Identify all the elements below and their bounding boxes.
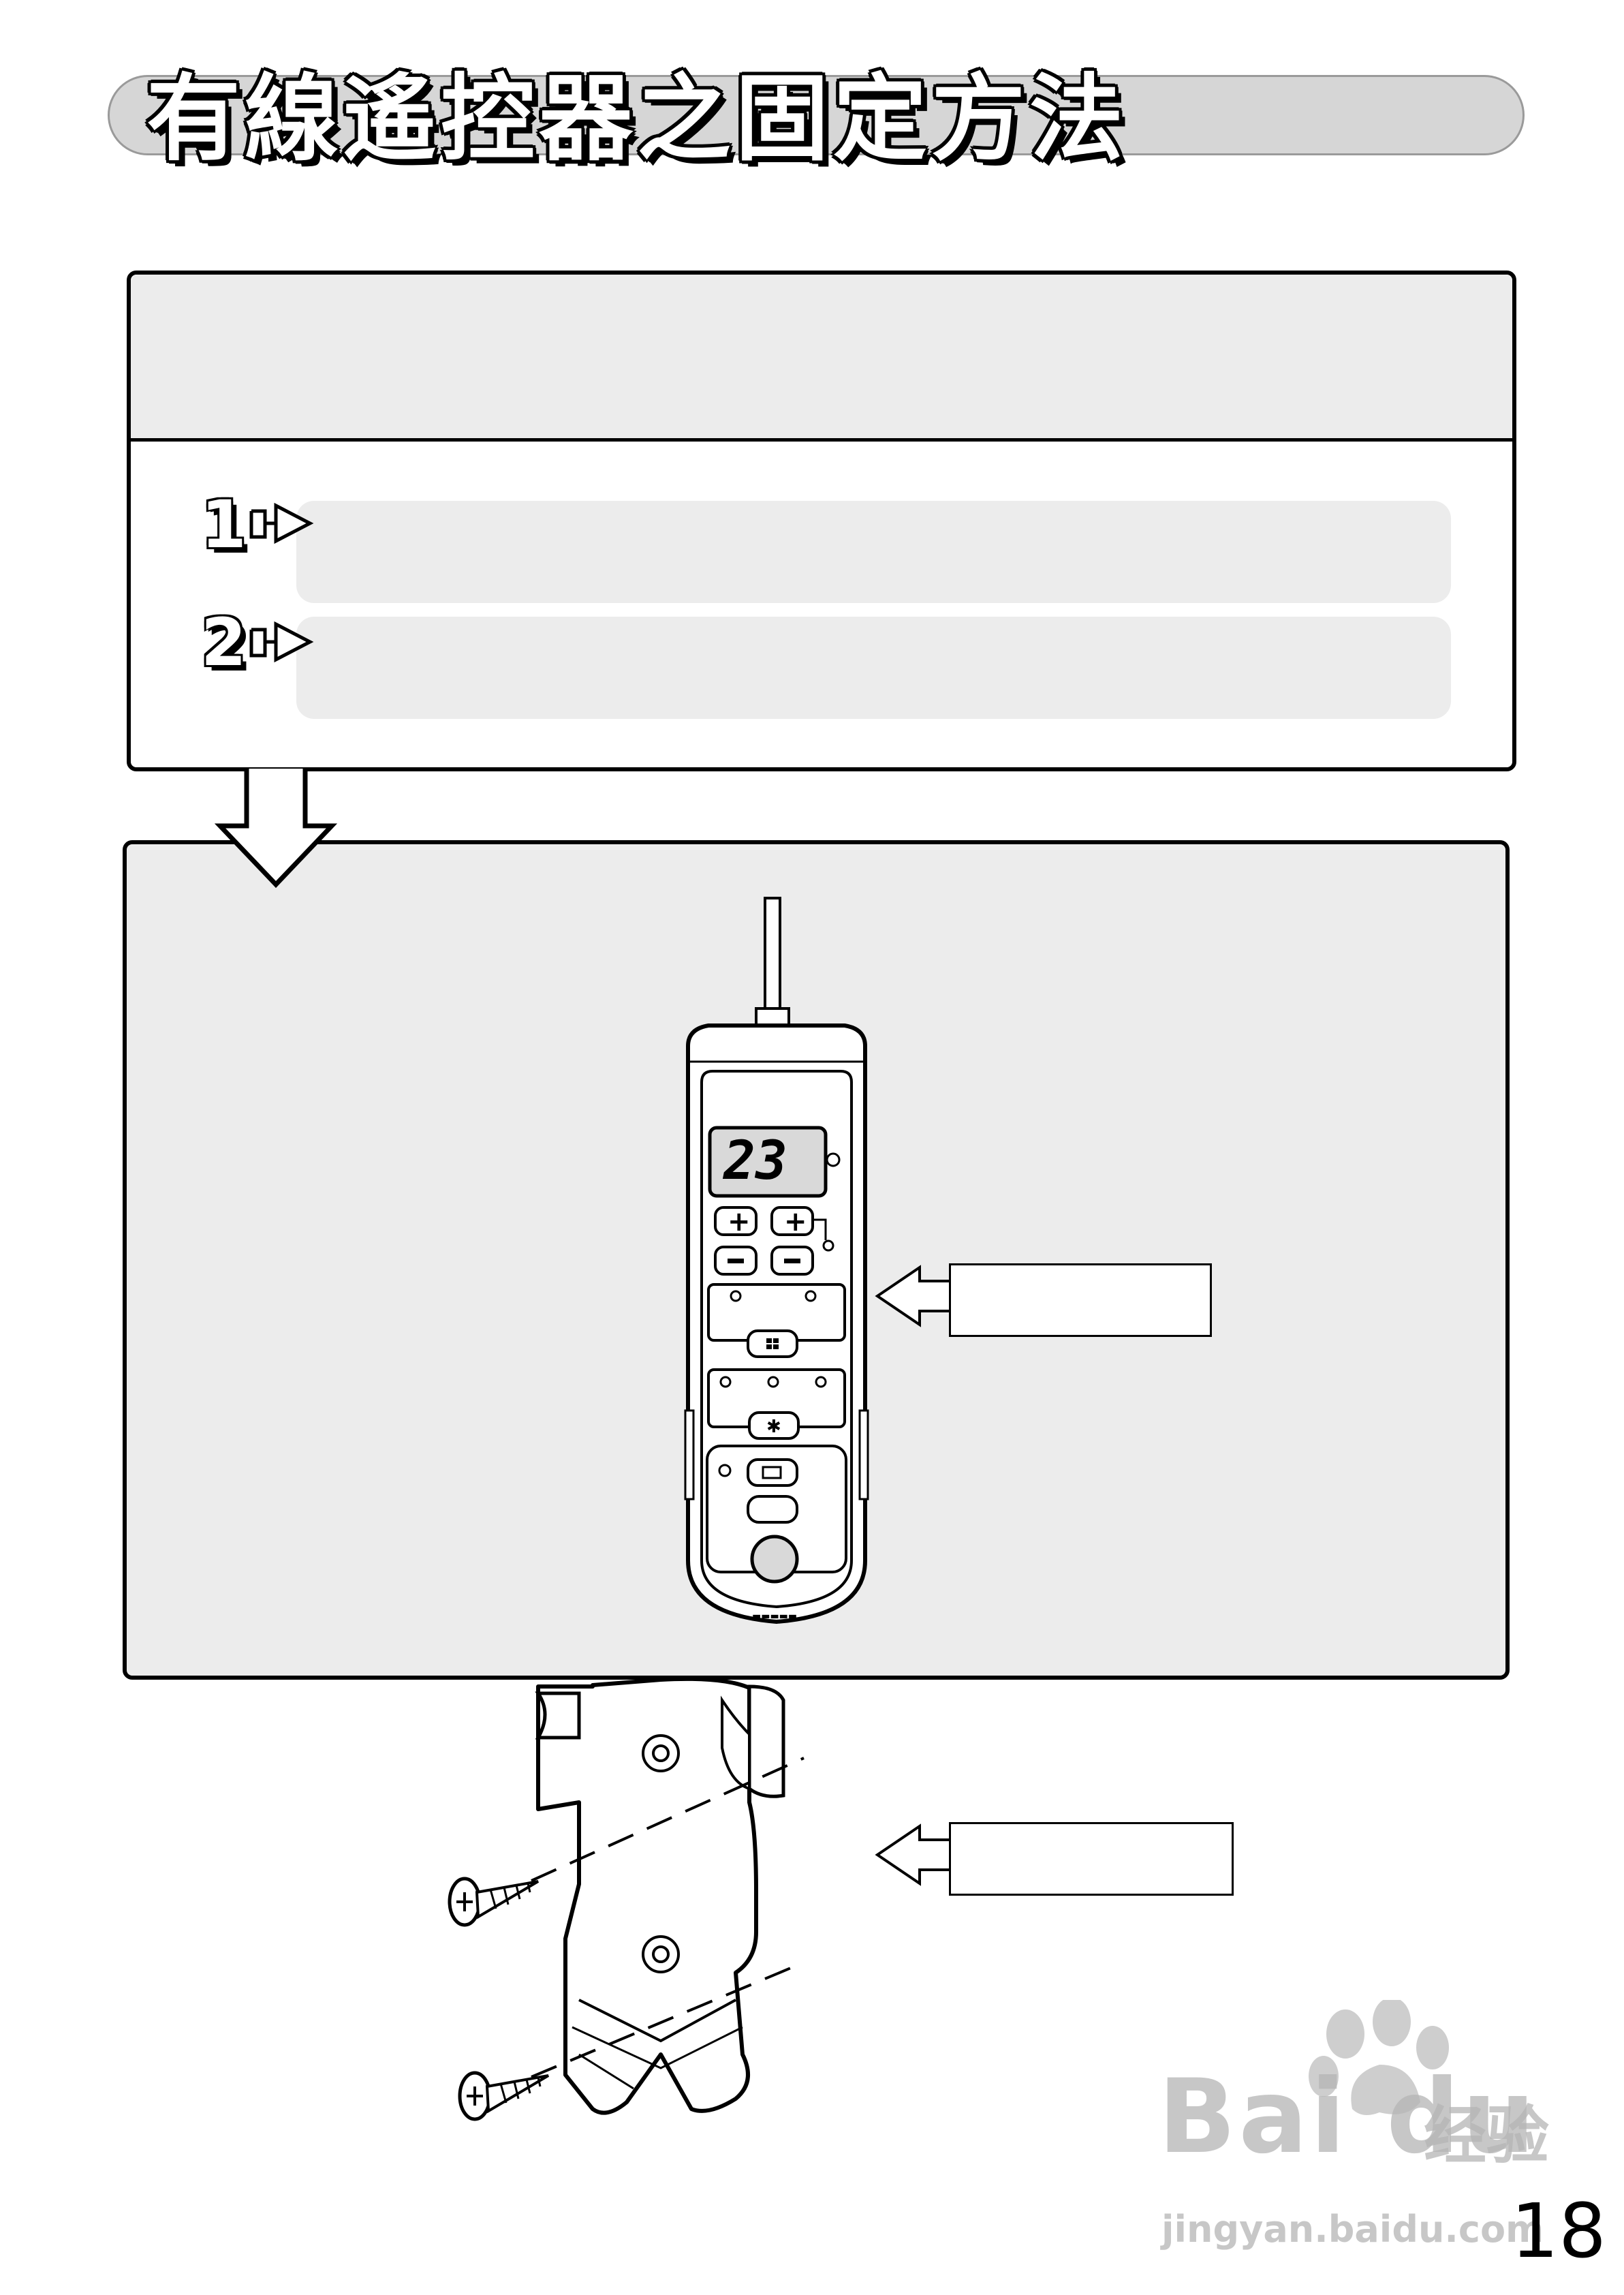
step-2-text-area [296, 617, 1451, 719]
fan-button-icon [748, 1411, 800, 1440]
remote-callout-label [949, 1263, 1212, 1337]
svg-text:+: + [784, 1206, 807, 1237]
wired-remote-controller: 23 + + ✱ ▬▬▬▬▬ [684, 897, 869, 1624]
svg-text:✱: ✱ [766, 1417, 781, 1437]
step-1-arrow-icon [249, 502, 314, 544]
page-number: 18 [1511, 2187, 1606, 2275]
step-2-number: 2 [201, 604, 247, 681]
title-bar [108, 75, 1525, 155]
timer-set-button-icon [747, 1495, 798, 1524]
svg-text:+: + [728, 1206, 751, 1237]
timer-button-icon [747, 1458, 798, 1487]
step-1-text-area [296, 501, 1451, 603]
svg-text:▬▬▬▬▬: ▬▬▬▬▬ [752, 1611, 797, 1622]
page-title: 有線遙控器之固定方法 [146, 64, 1128, 174]
instruction-header [131, 275, 1512, 442]
temp-plus-button-icon [714, 1206, 758, 1236]
callout-arrow-bracket-icon [875, 1823, 954, 1886]
power-button-icon [750, 1535, 799, 1584]
watermark-service: 经验 [1424, 2099, 1550, 2172]
screw-top-icon [448, 1877, 540, 1927]
down-arrow-icon [215, 769, 337, 889]
bracket-callout-label [949, 1822, 1234, 1896]
step-2-arrow-icon [249, 621, 314, 663]
step-1-number: 1 [201, 487, 247, 563]
screw-guide-lines [531, 1757, 805, 2078]
screw-bottom-icon [458, 2071, 550, 2121]
mode-button-icon [747, 1329, 798, 1358]
baidu-paw-logo-icon [1309, 2000, 1449, 2115]
display-temperature: 23 [722, 1130, 787, 1192]
fan-plus-button-icon [770, 1206, 814, 1236]
watermark-brand: Bai du [1158, 2058, 1538, 2176]
watermark-url: jingyan.baidu.com [1161, 2208, 1544, 2251]
callout-arrow-remote-icon [875, 1265, 954, 1327]
